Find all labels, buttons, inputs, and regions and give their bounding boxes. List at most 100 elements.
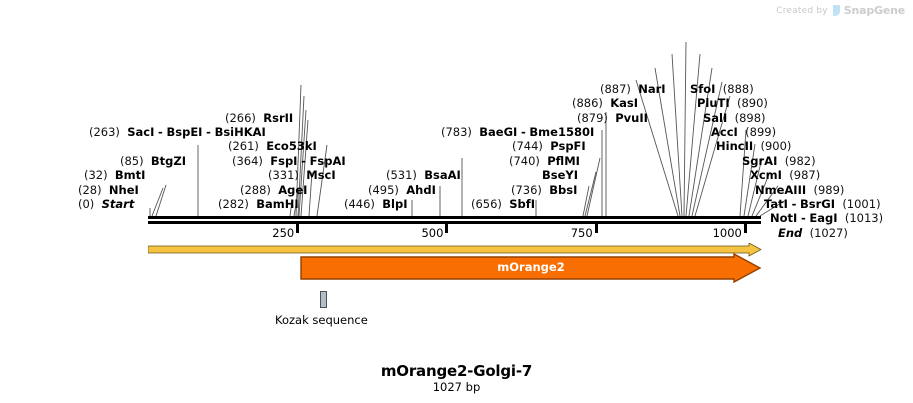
enzyme-name: SgrAI (742, 153, 778, 168)
morange2-feature-arrow[interactable] (300, 253, 762, 283)
enzyme-label-acci[interactable]: AccI (899) (711, 126, 776, 139)
enzyme-label-pvuii[interactable]: (879) PvuII (577, 110, 648, 125)
enzyme-position: (1001) (842, 197, 881, 211)
enzyme-label-sfoi[interactable]: SfoI (888) (690, 81, 754, 96)
enzyme-position: (282) (218, 197, 249, 211)
enzyme-label-rsrii[interactable]: (266) RsrII (225, 111, 293, 125)
enzyme-name: BspEI (166, 125, 203, 139)
kozak-sequence-label: Kozak sequence (275, 313, 368, 327)
enzyme-name: NheI (108, 182, 139, 197)
enzyme-name: SbfI (509, 197, 536, 211)
enzyme-name: KasI (610, 96, 639, 111)
enzyme-name: BseYI (542, 168, 579, 183)
enzyme-name: BsiHKAI (214, 125, 266, 139)
enzyme-label-pspfi[interactable]: (744) PspFI (512, 140, 586, 153)
name-separator: - (158, 125, 163, 139)
enzyme-label-saci-bspei-bsihkai[interactable]: (263) SacI - BspEI - BsiHKAI (89, 126, 266, 139)
kozak-sequence-feature[interactable] (320, 291, 327, 308)
enzyme-position: (28) (78, 182, 102, 197)
enzyme-position: (736) (511, 182, 542, 197)
enzyme-name: SacI (127, 125, 155, 139)
enzyme-name: XcmI (750, 168, 782, 183)
enzyme-label-ahdi[interactable]: (495) AhdI (368, 182, 436, 197)
enzyme-name: MscI (306, 168, 336, 183)
name-separator: - (520, 125, 526, 139)
enzyme-name: Start (101, 197, 135, 211)
enzyme-position: (32) (84, 168, 108, 183)
enzyme-label-fspi-fspai[interactable]: (364) FspI - FspAI (232, 153, 346, 168)
enzyme-label-bbsi[interactable]: (736) BbsI (511, 182, 577, 197)
enzyme-position: (1027) (809, 225, 848, 240)
ruler-tick-label: 500 (421, 226, 444, 240)
enzyme-label-nari[interactable]: (887) NarI (600, 82, 666, 96)
enzyme-label-xcmi[interactable]: XcmI (987) (750, 169, 820, 182)
enzyme-name: BtgZI (150, 153, 187, 168)
enzyme-label-bamhi[interactable]: (282) BamHI (218, 198, 299, 211)
enzyme-label-bsaai[interactable]: (531) BsaAI (386, 169, 461, 182)
enzyme-label-blpi[interactable]: (446) BlpI (344, 198, 407, 211)
enzyme-label-btgzi[interactable]: (85) BtgZI (120, 153, 187, 168)
ruler-tick-label: 1000 (712, 226, 742, 240)
ruler-tick (445, 224, 449, 233)
enzyme-name: NotI (770, 211, 798, 226)
enzyme-label-nhei[interactable]: (28) NheI (78, 182, 139, 197)
enzyme-name: PspFI (550, 139, 586, 154)
ruler-tick-label: 750 (570, 226, 593, 240)
enzyme-name: EagI (809, 211, 838, 226)
enzyme-position: (886) (572, 96, 603, 111)
enzyme-label-end[interactable]: End (1027) (778, 225, 848, 240)
enzyme-position: (263) (89, 125, 120, 139)
sequence-backbone-bottom (148, 221, 761, 224)
enzyme-label-hincii[interactable]: HincII (900) (716, 140, 791, 153)
enzyme-label-bmti[interactable]: (32) BmtI (84, 169, 145, 182)
enzyme-name: AgeI (278, 182, 308, 197)
enzyme-position: (898) (734, 110, 766, 125)
enzyme-label-start[interactable]: (0) Start (78, 198, 134, 211)
name-separator: - (206, 125, 211, 139)
enzyme-position: (364) (232, 153, 263, 168)
enzyme-label-bseyi[interactable]: BseYI (542, 169, 578, 182)
enzyme-position: (85) (120, 153, 144, 168)
enzyme-name: SalI (703, 110, 728, 125)
enzyme-position: (331) (268, 168, 299, 183)
enzyme-label-sali[interactable]: SalI (898) (703, 110, 766, 125)
enzyme-label-kasi[interactable]: (886) KasI (572, 97, 638, 110)
enzyme-label-pluti[interactable]: PluTI (890) (697, 97, 768, 110)
sequence-length-label: 1027 bp (432, 380, 481, 394)
name-separator: - (301, 153, 306, 168)
enzyme-name: FspAI (309, 153, 346, 168)
enzyme-label-sbfi[interactable]: (656) SbfI (471, 198, 535, 211)
morange2-feature-label: mOrange2 (497, 260, 565, 274)
enzyme-position: (783) (441, 125, 472, 139)
enzyme-position: (446) (344, 197, 375, 211)
enzyme-position: (531) (386, 168, 417, 183)
enzyme-position: (900) (760, 139, 792, 154)
enzyme-position: (495) (368, 182, 399, 197)
enzyme-position: (1013) (844, 211, 884, 226)
enzyme-name: BaeGI (479, 125, 518, 139)
enzyme-position: (888) (722, 81, 754, 96)
enzyme-position: (288) (240, 182, 271, 197)
enzyme-name: BsrGI (800, 197, 835, 211)
watermark-prefix: Created by (776, 5, 828, 16)
enzyme-name: Bme1580I (529, 125, 595, 139)
ruler-tick (594, 224, 598, 233)
enzyme-label-agei[interactable]: (288) AgeI (240, 182, 308, 197)
enzyme-label-msci[interactable]: (331) MscI (268, 169, 336, 182)
enzyme-position: (740) (509, 153, 540, 168)
enzyme-label-sgrai[interactable]: SgrAI (982) (742, 153, 816, 168)
enzyme-name: PvuII (615, 110, 648, 125)
enzyme-name: AhdI (406, 182, 436, 197)
enzyme-label-baegi-bme1580i[interactable]: (783) BaeGI - Bme1580I (441, 126, 594, 139)
enzyme-position: (744) (512, 139, 543, 154)
enzyme-position: (899) (745, 125, 777, 139)
enzyme-label-eco53ki[interactable]: (261) Eco53kI (228, 140, 317, 153)
enzyme-label-pflmi[interactable]: (740) PflMI (509, 153, 580, 168)
enzyme-label-nmeaiii[interactable]: NmeAIII (989) (755, 183, 844, 197)
page-title: mOrange2-Golgi-7 (380, 362, 533, 380)
enzyme-name: PflMI (547, 153, 580, 168)
enzyme-label-noti-eagi[interactable]: NotI - EagI (1013) (770, 212, 883, 225)
enzyme-label-tati-bsrgi[interactable]: TatI - BsrGI (1001) (764, 198, 881, 211)
sequence-backbone-top (148, 216, 761, 219)
